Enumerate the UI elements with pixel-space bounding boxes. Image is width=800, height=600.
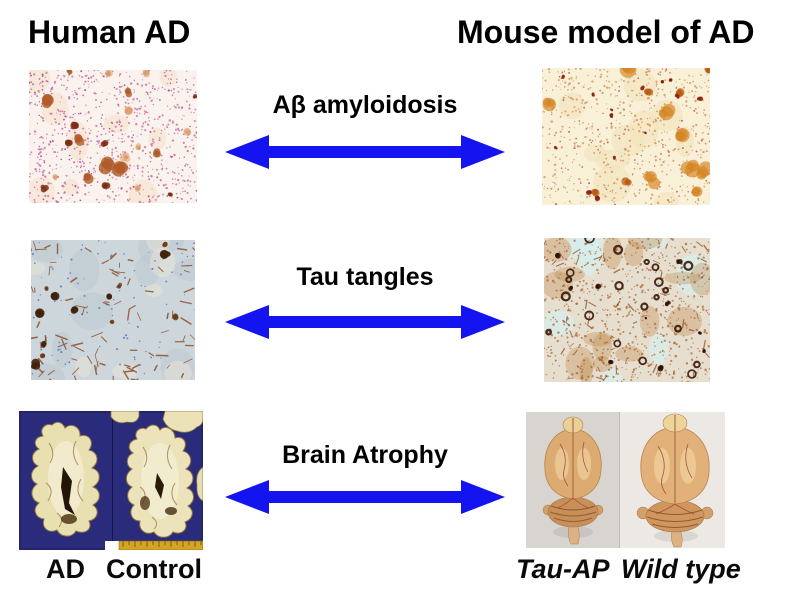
brain-slice-fragments bbox=[110, 411, 203, 502]
caption-tau-ap: Tau-AP bbox=[516, 554, 610, 584]
blood-vessels bbox=[557, 441, 589, 509]
row-label-abeta-amyloidosis: Aβ amyloidosis bbox=[272, 91, 458, 119]
double-arrow-shape bbox=[225, 135, 505, 169]
caption-wild-type: Wild type bbox=[621, 554, 741, 584]
ruler bbox=[118, 540, 203, 550]
photo-seam bbox=[112, 411, 113, 550]
sulci-lines bbox=[45, 440, 84, 528]
mouse-brain-tau-ap bbox=[542, 416, 604, 545]
brain-slice-control bbox=[125, 424, 194, 538]
double-arrow-shape bbox=[225, 305, 505, 339]
mouse-brains-image bbox=[526, 412, 725, 548]
caption-control: Control bbox=[106, 554, 202, 584]
row-label-tau-tangles: Tau tangles bbox=[296, 263, 434, 291]
double-arrow-abeta bbox=[225, 135, 505, 169]
ventricle-control bbox=[155, 473, 164, 499]
double-arrow-atrophy bbox=[225, 480, 505, 514]
blood-vessels bbox=[655, 443, 695, 515]
cerebellum-folds bbox=[646, 509, 704, 528]
row-label-brain-atrophy: Brain Atrophy bbox=[282, 441, 448, 469]
brain-slice-ad bbox=[31, 421, 100, 537]
title-mouse-model-of-ad: Mouse model of AD bbox=[457, 14, 755, 50]
photo-seam bbox=[619, 412, 620, 548]
human-tau-tangles-image bbox=[31, 240, 195, 380]
cerebellum-folds bbox=[549, 505, 597, 522]
double-arrow-tau bbox=[225, 305, 505, 339]
photo-notch bbox=[105, 541, 119, 550]
title-human-ad: Human AD bbox=[28, 14, 191, 50]
double-arrow-shape bbox=[225, 480, 505, 514]
ventricle-ad bbox=[61, 467, 75, 515]
mouse-abeta-plaques-image bbox=[542, 68, 710, 205]
mouse-brain-wild-type bbox=[636, 413, 714, 548]
human-brain-slices-image bbox=[19, 411, 203, 550]
mouse-tau-tangles-image bbox=[544, 238, 710, 382]
human-abeta-plaques-image bbox=[29, 70, 197, 203]
caption-ad: AD bbox=[46, 554, 85, 584]
